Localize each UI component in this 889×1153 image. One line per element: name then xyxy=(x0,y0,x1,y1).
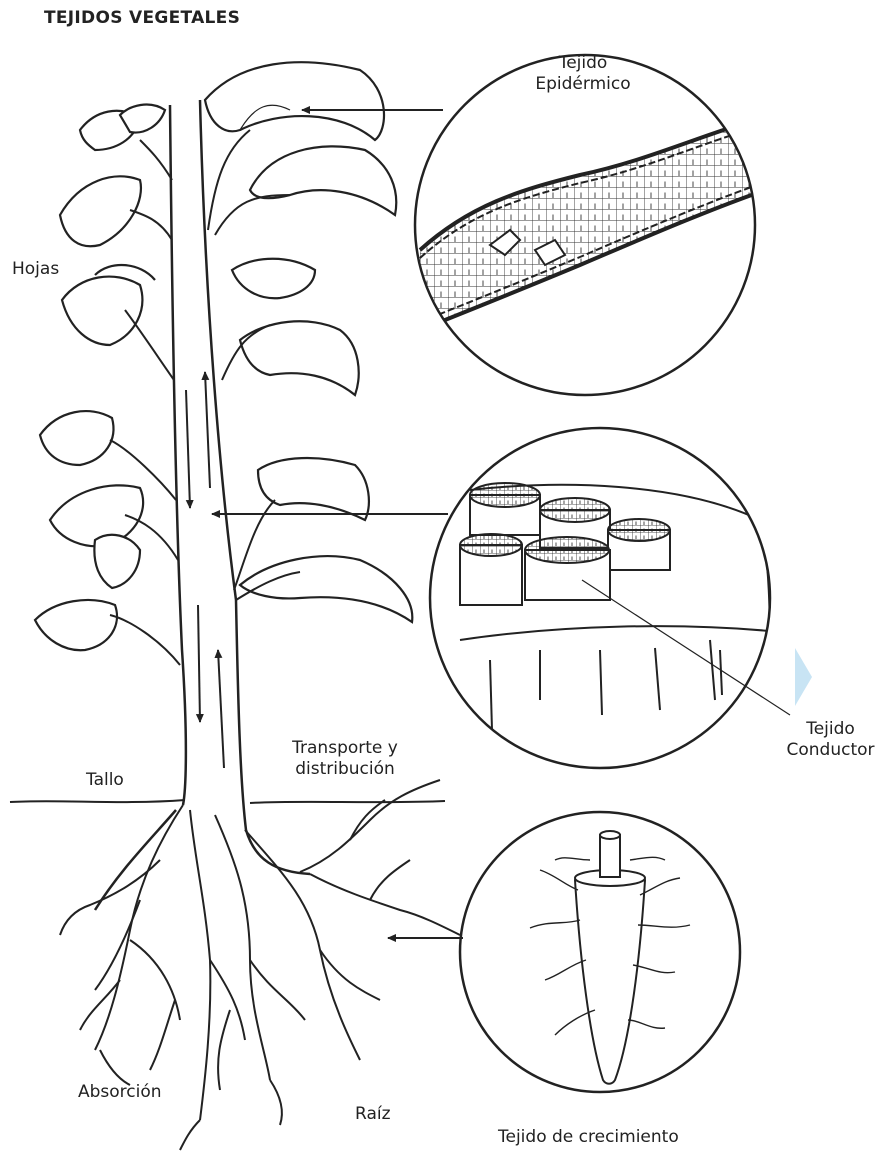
absorption-label: Absorción xyxy=(78,1082,162,1103)
leaves-label: Hojas xyxy=(12,259,59,280)
transport-label: Transporte y distribución xyxy=(270,738,420,780)
stem-label: Tallo xyxy=(86,770,124,791)
root-label: Raíz xyxy=(355,1104,391,1125)
growth-tissue-detail xyxy=(460,812,740,1092)
epidermal-tissue-detail xyxy=(415,55,780,395)
conductive-tissue-detail xyxy=(430,428,812,768)
leaves xyxy=(35,62,412,650)
growth-tissue-label: Tejido de crecimiento xyxy=(498,1127,679,1148)
conductive-tissue-label: Tejido Conductor xyxy=(772,719,889,761)
page-tab-marker xyxy=(795,648,812,706)
epidermal-tissue-label: Tejido Epidérmico xyxy=(523,53,643,95)
